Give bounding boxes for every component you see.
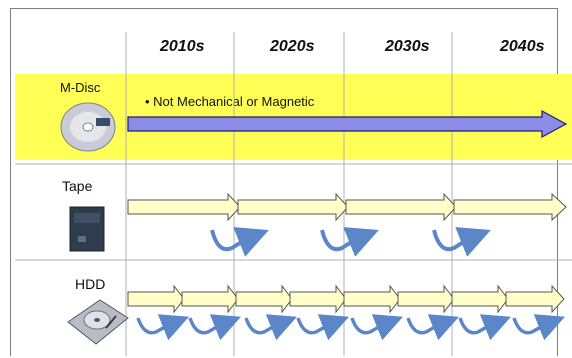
- decade-label-2010s: 2010s: [160, 38, 205, 55]
- row-label-tape: Tape: [62, 178, 93, 194]
- mdisc-arrow: [127, 109, 568, 139]
- decade-label-2020s: 2020s: [270, 38, 315, 55]
- decade-label-2030s: 2030s: [385, 38, 430, 55]
- tape-arrows: [127, 192, 567, 222]
- tape-cycle-arrows: [210, 227, 491, 257]
- hdd-icon: [67, 299, 129, 345]
- row-label-hdd: HDD: [75, 276, 106, 292]
- row-label-mdisc: M-Disc: [60, 80, 101, 95]
- hdd-cycle-arrows: [136, 314, 565, 341]
- decade-label-2040s: 2040s: [500, 38, 545, 55]
- mdisc-disc-icon: [60, 102, 116, 152]
- hdd-arrows: [127, 284, 565, 314]
- tape-cartridge-icon: [69, 206, 105, 252]
